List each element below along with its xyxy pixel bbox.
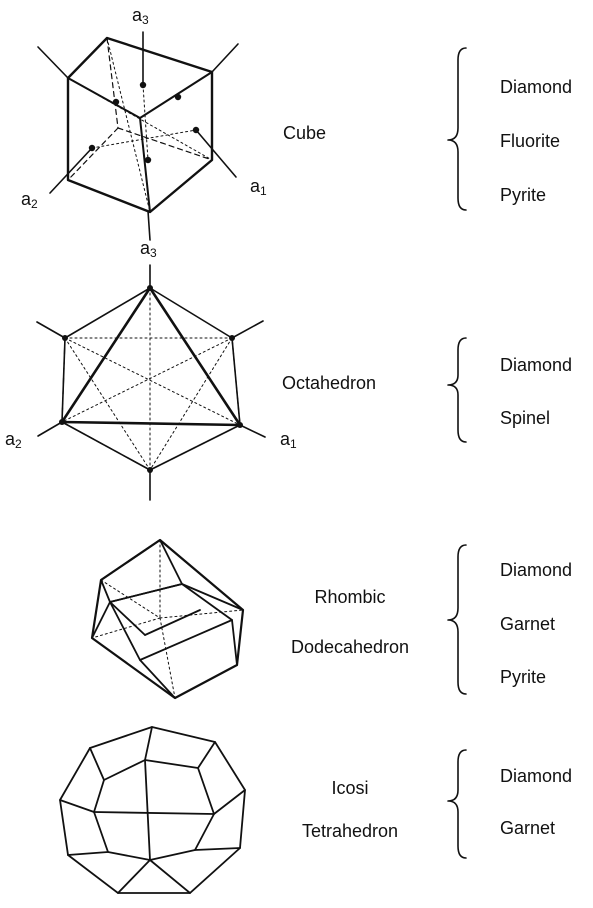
cube-mineral-item: Diamond xyxy=(500,77,573,97)
octahedron-axis-label-a2: a2 xyxy=(5,429,22,451)
icositetrahedron-drawing xyxy=(59,726,246,894)
icositetrahedron-brace xyxy=(447,749,467,859)
cube-mineral-item: Pyrite xyxy=(500,185,547,205)
octahedron-shape-name: Octahedron xyxy=(282,373,377,393)
cube-brace xyxy=(447,47,467,211)
icositetrahedron-mineral-item: Diamond xyxy=(500,766,573,786)
icositetrahedron-shape-name-line2: Tetrahedron xyxy=(301,821,399,841)
octahedron-brace xyxy=(447,337,467,443)
rhombic-dodecahedron-drawing xyxy=(90,538,245,700)
cube-drawing xyxy=(37,31,239,241)
octahedron-drawing xyxy=(36,264,266,501)
cube-axis-label-a3: a3 xyxy=(132,5,149,27)
cube-shape-name: Cube xyxy=(283,123,327,143)
rhombic-dodecahedron-shape-name-line2: Dodecahedron xyxy=(290,637,410,657)
cube-axis-label-a1: a1 xyxy=(250,176,267,198)
cube-mineral-item: Fluorite xyxy=(500,131,561,151)
octahedron-axis-label-a3: a3 xyxy=(140,238,157,260)
octahedron-axis-label-a1: a1 xyxy=(280,429,297,451)
cube-axis-label-a2: a2 xyxy=(21,189,38,211)
cube-axis-a2 xyxy=(49,147,93,194)
rhombic-dodecahedron-mineral-item: Pyrite xyxy=(500,667,547,687)
cube-axis-a1 xyxy=(195,129,237,178)
icositetrahedron-mineral-item: Garnet xyxy=(500,818,556,838)
rhombic-dodecahedron-mineral-item: Diamond xyxy=(500,560,573,580)
octahedron-mineral-item: Spinel xyxy=(500,408,551,428)
rhombic-dodecahedron-shape-name-line1: Rhombic xyxy=(314,587,386,607)
octahedron-mineral-item: Diamond xyxy=(500,355,573,375)
rhombic-dodecahedron-mineral-item: Garnet xyxy=(500,614,556,634)
rhombic-dodecahedron-brace xyxy=(447,544,467,695)
icositetrahedron-shape-name-line1: Icosi xyxy=(331,778,369,798)
